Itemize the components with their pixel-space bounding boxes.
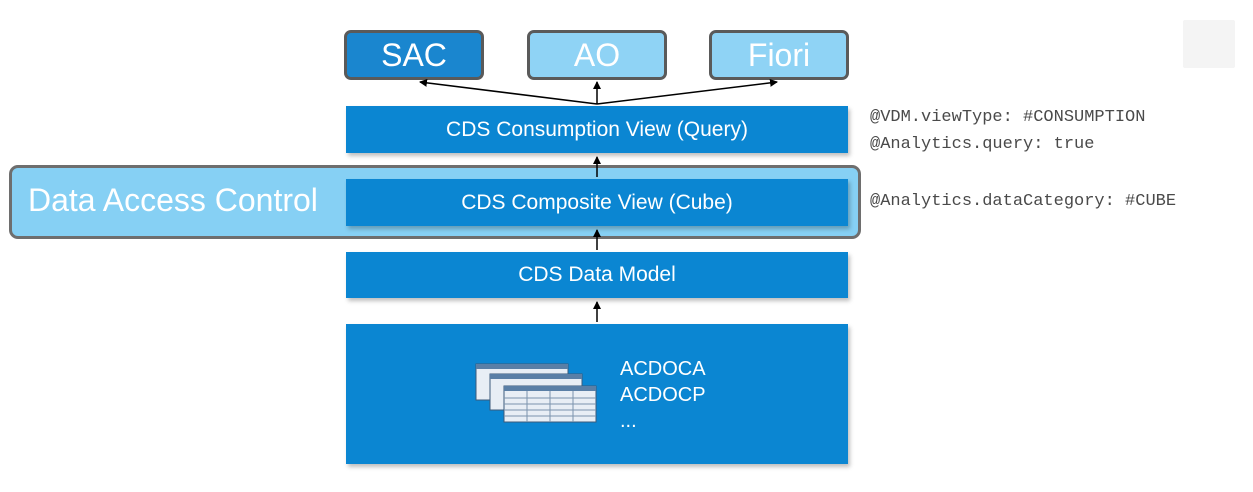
annotation-analytics-query: @Analytics.query: true [870,135,1095,154]
consumer-fiori: Fiori [709,30,849,80]
table-name-ellipsis: ... [620,410,637,432]
composite-view-layer: CDS Composite View (Cube) [346,179,848,226]
table-name-acdoca: ACDOCA [620,358,706,380]
consumer-fiori-label: Fiori [747,36,811,73]
consumption-view-layer: CDS Consumption View (Query) [346,106,848,153]
table-stack-icon [475,363,597,423]
background-square [1183,20,1235,68]
consumption-view-label: CDS Consumption View (Query) [446,117,748,141]
consumer-ao-label: AO [573,36,621,73]
consumer-sac-label: SAC [381,36,447,73]
data-model-label: CDS Data Model [518,263,676,286]
arrow-to-sac [419,78,598,105]
composite-view-label: CDS Composite View (Cube) [461,190,733,214]
data-access-control-label: Data Access Control [28,182,318,218]
data-model-layer: CDS Data Model [346,252,848,298]
arrow-to-fiori [596,78,778,105]
consumer-sac: SAC [344,30,484,80]
database-tables-layer: ACDOCA ACDOCP ... [346,324,848,464]
table-name-acdocp: ACDOCP [620,384,706,406]
annotation-data-category: @Analytics.dataCategory: #CUBE [870,192,1177,211]
consumer-ao: AO [527,30,667,80]
table-names: ACDOCA ACDOCP ... [620,356,706,434]
annotation-vdm-viewtype: @VDM.viewType: #CONSUMPTION [870,108,1146,127]
